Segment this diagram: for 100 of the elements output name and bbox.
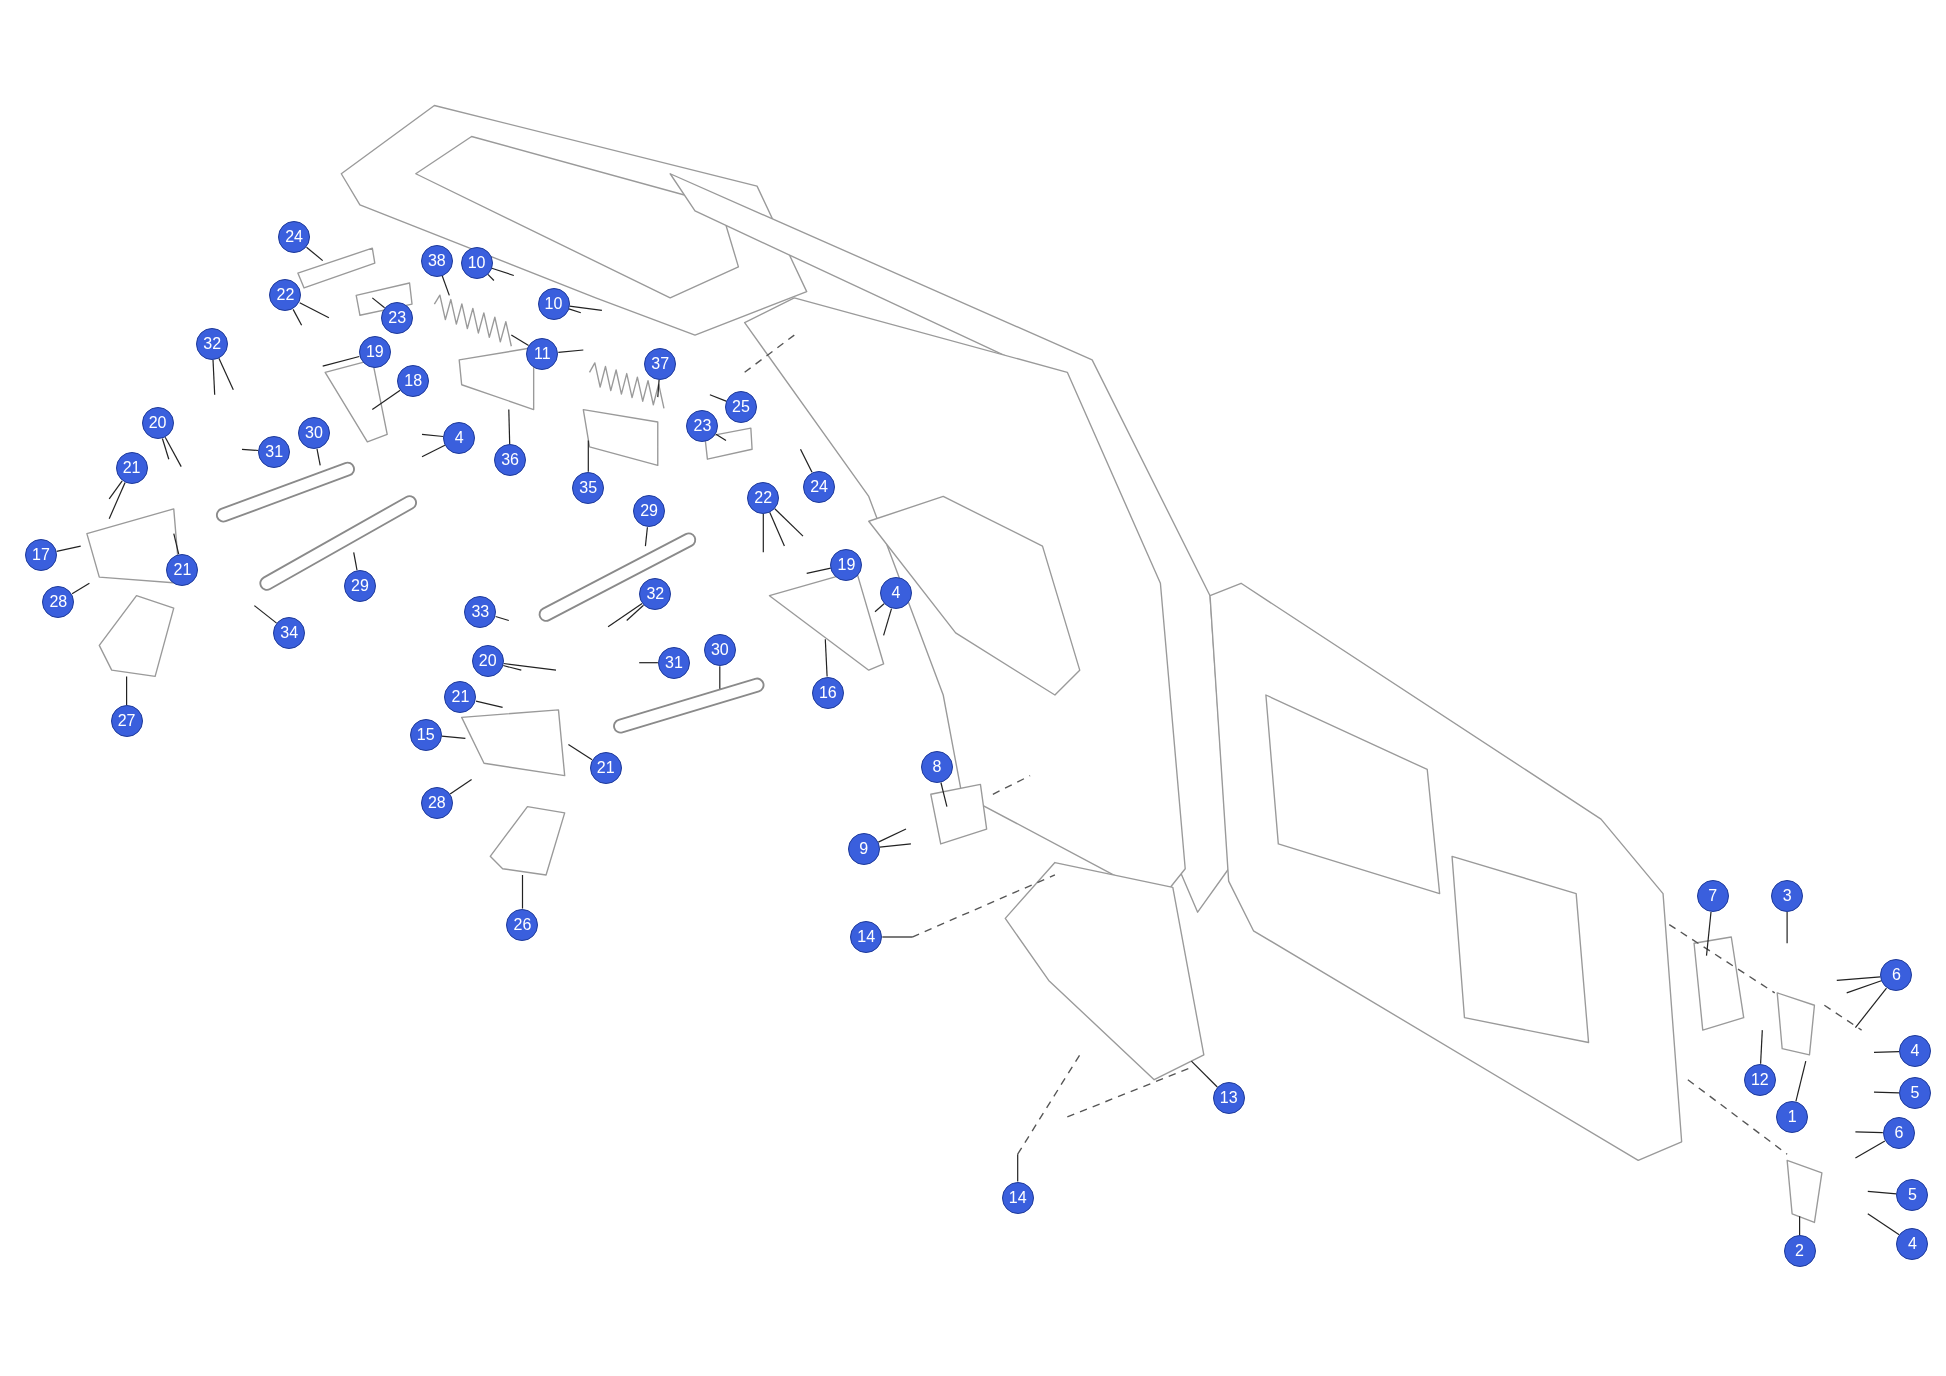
callout-number: 21	[115, 451, 148, 484]
callout-number: 13	[1212, 1082, 1245, 1115]
leader-line	[161, 437, 170, 460]
callout-number: 27	[110, 705, 143, 738]
leader-line	[173, 533, 180, 555]
callout-number: 38	[420, 244, 453, 277]
callout-number: 10	[537, 288, 570, 321]
leader-line	[1854, 1140, 1886, 1159]
leader-line	[762, 513, 764, 553]
callout-number: 24	[803, 470, 836, 503]
leader-line	[644, 526, 648, 547]
leader-line	[487, 273, 495, 282]
callout-number: 32	[639, 578, 672, 611]
callout-number: 20	[141, 407, 174, 440]
leader-line	[1867, 1213, 1900, 1236]
callout-number: 29	[343, 569, 376, 602]
callout-number: 36	[494, 444, 527, 477]
callout-number: 30	[703, 634, 736, 667]
leader-line	[371, 389, 401, 411]
leader-line	[71, 582, 90, 595]
leader-line	[108, 480, 123, 500]
callout-number: 5	[1896, 1179, 1929, 1212]
leader-line	[502, 664, 522, 671]
callout-number: 35	[572, 471, 605, 504]
leader-line	[441, 735, 466, 739]
callout-number: 6	[1882, 1117, 1915, 1150]
callout-number: 23	[686, 409, 719, 442]
callout-number: 4	[880, 577, 913, 610]
callout-number: 6	[1880, 959, 1913, 992]
leader-line	[607, 602, 643, 628]
leader-line	[421, 444, 446, 458]
callout-number: 17	[24, 538, 57, 571]
leader-line	[806, 567, 832, 574]
leader-line	[719, 665, 721, 690]
leader-line	[769, 511, 785, 547]
callout-number: 32	[196, 327, 229, 360]
callout-number: 19	[830, 548, 863, 581]
leader-line	[1836, 976, 1881, 981]
leader-line	[1854, 1131, 1884, 1134]
leader-line	[56, 545, 82, 552]
leader-line	[1846, 980, 1882, 994]
leader-line	[126, 675, 128, 706]
leader-line	[1795, 1060, 1807, 1102]
callout-number: 2	[1783, 1235, 1816, 1267]
leader-line	[1017, 1153, 1019, 1183]
leader-line	[883, 608, 893, 636]
callout-number: 4	[1898, 1035, 1931, 1068]
callout-number: 26	[506, 908, 539, 941]
leader-line	[567, 744, 593, 761]
leader-line	[241, 448, 259, 452]
leader-line	[322, 355, 360, 367]
leader-line	[1190, 1060, 1218, 1088]
callout-number: 30	[298, 417, 330, 450]
callout-number: 29	[633, 495, 666, 528]
callout-number: 4	[443, 422, 476, 455]
callout-number: 1	[1776, 1100, 1809, 1133]
leader-line	[715, 433, 727, 442]
callout-number: 37	[644, 347, 677, 380]
leader-line	[1867, 1190, 1898, 1195]
callout-number: 25	[724, 391, 757, 424]
callout-number: 16	[811, 676, 844, 709]
leader-line	[299, 302, 330, 319]
callout-number: 28	[420, 786, 453, 819]
callout-number: 31	[657, 646, 690, 679]
callout-number: 22	[269, 279, 302, 312]
callout-number: 21	[166, 553, 199, 586]
leader-line	[1786, 911, 1788, 944]
callout-number: 28	[42, 585, 75, 618]
leader-line	[292, 308, 303, 326]
leader-line	[503, 662, 557, 671]
leader-line	[774, 508, 804, 537]
callout-number: 33	[464, 595, 497, 628]
leader-line	[657, 379, 660, 398]
leader-line	[1873, 1051, 1900, 1053]
callout-number: 14	[1001, 1181, 1034, 1214]
leader-line	[587, 440, 589, 473]
callout-number: 34	[273, 616, 306, 649]
leader-line	[709, 394, 727, 402]
leader-line	[305, 246, 324, 262]
callout-number: 4	[1896, 1227, 1929, 1260]
leader-line	[508, 409, 511, 445]
leader-line	[449, 778, 473, 795]
callout-number: 21	[444, 681, 477, 714]
leader-line	[421, 433, 444, 438]
leader-line	[218, 357, 234, 391]
callout-number: 8	[921, 750, 953, 783]
leader-line	[879, 843, 912, 848]
leader-line	[212, 359, 216, 396]
leader-line	[557, 349, 584, 353]
callout-number: 22	[747, 481, 780, 514]
leader-line	[1799, 1215, 1801, 1236]
leader-line	[626, 604, 645, 622]
callout-number: 7	[1696, 880, 1729, 913]
leader-line	[353, 551, 358, 571]
callout-number: 9	[847, 832, 880, 865]
leader-line	[568, 308, 582, 314]
leader-line	[1854, 987, 1888, 1029]
leader-line	[1705, 911, 1712, 957]
leader-line	[316, 448, 321, 466]
leader-line	[1873, 1091, 1900, 1094]
